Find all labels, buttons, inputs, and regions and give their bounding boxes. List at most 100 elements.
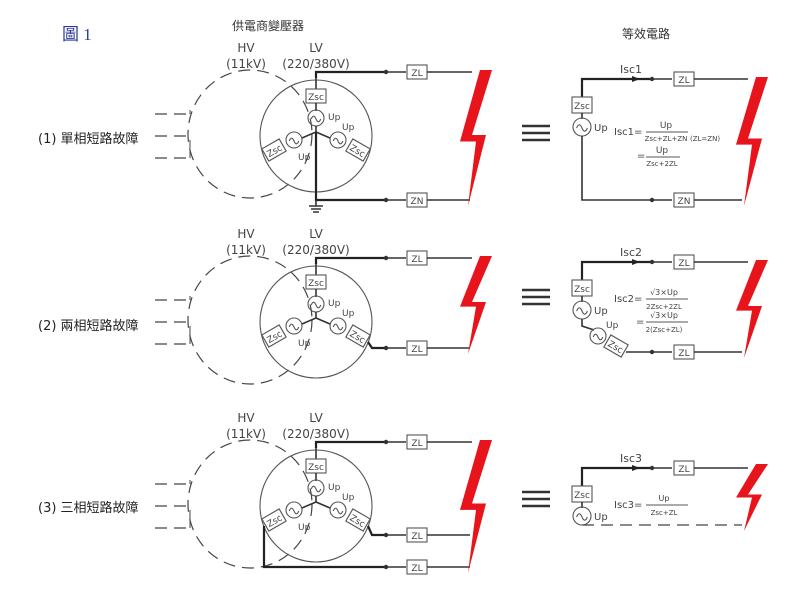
row-1-equivalent-circuit: Isc1ZLZscUpZNIsc1=UpZsc+ZL+ZN(ZL=ZN)=UpZ… (571, 63, 748, 208)
zsc-box-label: Zsc (574, 491, 590, 501)
zl-box-label: ZL (678, 259, 689, 269)
zsc-left: Zsc (261, 324, 287, 348)
hv-winding-circle (187, 439, 313, 569)
ac-source-right (329, 317, 347, 335)
row-2-label: (2) 兩相短路故障 (38, 319, 139, 334)
zsc-top: Zsc (305, 458, 327, 474)
zl-box-label: ZL (411, 345, 422, 355)
phase-output-wire (314, 256, 386, 264)
ac-source-circle (329, 131, 347, 149)
formula-numerator: √3×Up (650, 288, 678, 297)
zn-box: ZN (673, 192, 695, 208)
current-label: Isc3 (620, 452, 642, 465)
ac-source-right (329, 501, 347, 519)
up-label: Up (328, 483, 341, 493)
ac-source (572, 300, 592, 320)
formula-denominator: Zsc+ZL+ZN (645, 135, 688, 143)
zsc-right-box (345, 508, 371, 532)
zl-box: ZL (673, 344, 695, 360)
zl-box-label: ZL (678, 349, 689, 359)
phase-output-wire (262, 526, 386, 569)
sine-wave-icon (332, 507, 344, 515)
zsc-box-label: Zsc (574, 102, 590, 112)
zsc-right: Zsc (345, 138, 371, 162)
sine-wave-icon (288, 323, 300, 331)
zl-box-label: ZL (411, 564, 422, 574)
phase-output-wire (314, 70, 386, 78)
sine-wave-icon (310, 301, 322, 309)
zsc-box: Zsc (571, 485, 593, 503)
zsc-left-box (261, 508, 287, 532)
sine-wave-icon (576, 124, 588, 132)
sine-wave-icon (288, 137, 300, 145)
zsc-right: Zsc (345, 508, 371, 532)
zsc-top-label: Zsc (308, 279, 324, 289)
ac-source-circle (329, 317, 347, 335)
fault-bolt (736, 260, 768, 358)
zl-box: ZL (406, 527, 428, 543)
zsc-right-box (345, 138, 371, 162)
up-label: Up (298, 153, 311, 163)
equivalent-wire (580, 466, 650, 486)
sine-wave-icon (288, 507, 300, 515)
up-label: Up (594, 306, 608, 317)
sine-wave-icon (310, 115, 322, 123)
up-label: Up (328, 113, 341, 123)
ac-source-top (307, 109, 325, 127)
formula-denominator: Zsc+2ZL (646, 160, 677, 168)
transformer-header: 供電商變壓器 (232, 19, 305, 33)
lv-voltage: (220/380V) (282, 243, 349, 257)
formula-equals: = (636, 317, 644, 328)
zl-box-label: ZL (411, 255, 422, 265)
ac-source-circle (285, 501, 303, 519)
zl-box: ZL (406, 559, 428, 575)
zl-box-label: ZL (411, 439, 422, 449)
hv-winding-circle (187, 255, 313, 385)
sine-wave-icon (332, 323, 344, 331)
zl-box: ZL (673, 254, 695, 270)
lv-voltage: (220/380V) (282, 427, 349, 441)
ac-source-left (285, 501, 303, 519)
zsc-box-2-box (603, 334, 629, 358)
zsc-left: Zsc (261, 138, 287, 162)
ac-source (572, 506, 592, 526)
formula-denominator: 2Zsc+2ZL (646, 303, 682, 311)
ac-source-left (285, 131, 303, 149)
hv-winding-circle (187, 69, 313, 199)
formula-denominator: 2(Zsc+ZL) (646, 326, 683, 334)
up-label: Up (298, 339, 311, 349)
formula-lhs: Isc3= (614, 500, 642, 511)
zsc-box-2: Zsc (603, 334, 629, 358)
zl-box-label: ZL (678, 76, 689, 86)
ac-source-right (329, 131, 347, 149)
phase-output-wire (367, 341, 386, 350)
formula-lhs: Isc1= (614, 127, 642, 138)
formula-numerator: √3×Up (650, 311, 678, 320)
ac-source-2 (589, 327, 607, 345)
formula-numerator: Up (656, 146, 669, 156)
zsc-top-label: Zsc (308, 463, 324, 473)
formula-numerator: Up (659, 494, 670, 503)
sine-wave-icon (576, 513, 588, 521)
zl-box-label: ZL (411, 69, 422, 79)
ac-source-circle (285, 131, 303, 149)
zsc-top: Zsc (305, 88, 327, 104)
ac-source-top (307, 479, 325, 497)
equivalent-wire (580, 77, 650, 97)
fault-bolt (736, 464, 768, 531)
star-point (301, 312, 331, 325)
equivalent-circuit-header: 等效電路 (622, 27, 671, 41)
equivalence-symbol (522, 490, 550, 508)
formula-denominator: Zsc+ZL (651, 509, 678, 517)
up-label: Up (298, 523, 311, 533)
fault-bolt (460, 70, 492, 206)
up-label: Up (594, 123, 608, 134)
current-arrow-icon (632, 259, 640, 265)
zsc-left: Zsc (261, 508, 287, 532)
zl-box: ZL (406, 64, 428, 80)
